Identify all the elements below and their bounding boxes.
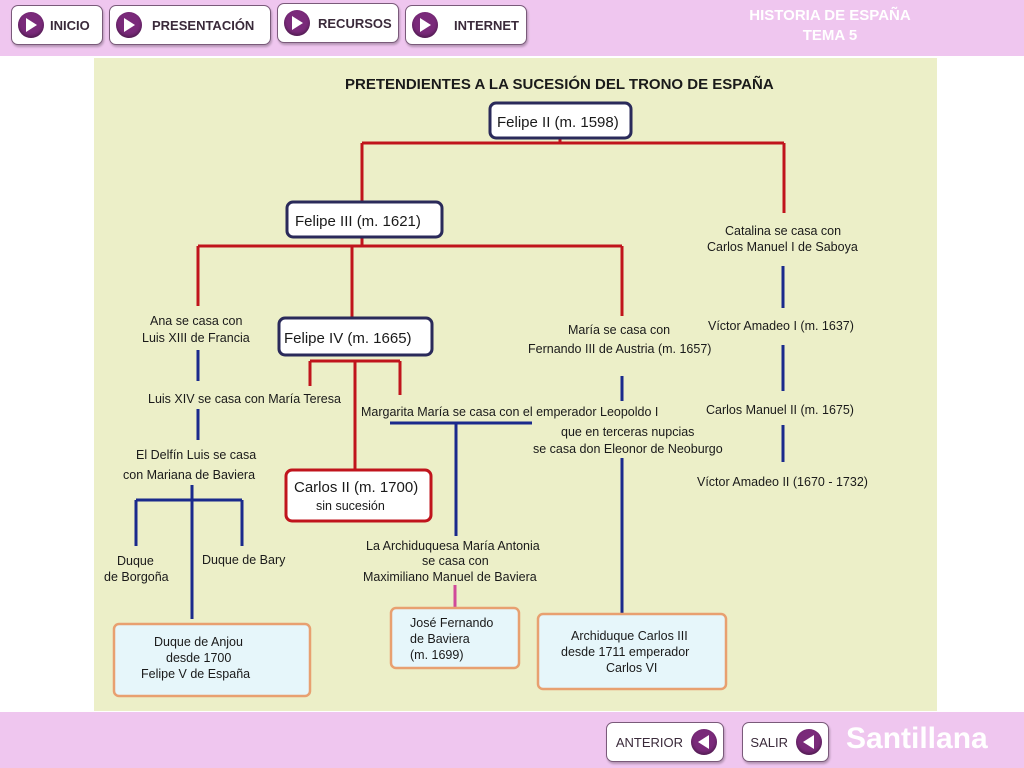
course-title-line1: HISTORIA DE ESPAÑA	[749, 7, 911, 24]
course-title-line2: TEMA 5	[802, 27, 858, 44]
margarita-label: Margarita María se casa con el emperador…	[361, 405, 658, 419]
felipe2-box	[488, 101, 633, 140]
luis14-label: Luis XIV se casa con María Teresa	[148, 392, 341, 406]
inicio-label: INICIO	[50, 17, 90, 33]
recursos-label: RECURSOS	[318, 15, 392, 31]
felipe2-label: Felipe II (m. 1598)	[497, 114, 619, 131]
archiduquesa-line2: se casa con	[422, 554, 489, 568]
play-icon	[412, 12, 438, 38]
carlos2-box	[284, 468, 433, 523]
jose-box	[389, 606, 521, 670]
archiduquesa-line1: La Archiduquesa María Antonia	[366, 539, 540, 553]
diagram-panel	[94, 58, 937, 711]
felipe4-label: Felipe IV (m. 1665)	[284, 330, 412, 347]
play-icon	[18, 12, 44, 38]
exit-arrow-icon	[796, 729, 822, 755]
archiduque-line1: Archiduque Carlos III	[571, 629, 688, 643]
borgona-line1: Duque	[117, 554, 154, 568]
anjou-line2: desde 1700	[166, 651, 231, 665]
felipe3-box	[285, 200, 444, 239]
anjou-line1: Duque de Anjou	[154, 635, 243, 649]
course-title: HISTORIA DE ESPAÑA TEMA 5	[740, 6, 920, 46]
bottom-bar: ANTERIOR SALIR	[0, 712, 1024, 768]
anterior-label: ANTERIOR	[615, 734, 683, 750]
diagram-heading: PRETENDIENTES A LA SUCESIÓN DEL TRONO DE…	[345, 75, 774, 93]
borgona-line2: de Borgoña	[104, 570, 169, 584]
blue-connectors	[134, 266, 785, 619]
inicio-button[interactable]: INICIO	[11, 5, 103, 45]
delfin-line2: con Mariana de Baviera	[123, 468, 255, 482]
victor1-label: Víctor Amadeo I (m. 1637)	[708, 319, 854, 333]
carlos2-note: sin sucesión	[316, 499, 385, 513]
back-arrow-icon	[691, 729, 717, 755]
internet-button[interactable]: INTERNET	[405, 5, 527, 45]
recursos-button[interactable]: RECURSOS	[277, 3, 399, 43]
presentacion-button[interactable]: PRESENTACIÓN	[109, 5, 271, 45]
salir-label: SALIR	[750, 734, 788, 750]
bary-label: Duque de Bary	[202, 553, 286, 567]
catalina-line1: Catalina se casa con	[725, 224, 841, 238]
play-icon	[284, 10, 310, 36]
jose-line1: José Fernando	[410, 616, 493, 630]
anjou-line3: Felipe V de España	[141, 667, 250, 681]
maria-line1: María se casa con	[568, 323, 670, 337]
red-connectors	[196, 139, 786, 470]
top-bar: INICIO PRESENTACIÓN RECURSOS INTERNET HI…	[0, 0, 1024, 56]
ana-line1: Ana se casa con	[150, 314, 242, 328]
terceras-line1: que en terceras nupcias	[561, 425, 694, 439]
salir-button[interactable]: SALIR	[742, 722, 829, 762]
ana-line2: Luis XIII de Francia	[142, 331, 250, 345]
felipe3-label: Felipe III (m. 1621)	[295, 213, 421, 230]
jose-line2: de Baviera	[410, 632, 470, 646]
archiduque-line2: desde 1711 emperador	[561, 645, 689, 659]
archiduque-box	[536, 612, 728, 691]
terceras-line2: se casa don Eleonor de Neoburgo	[533, 442, 723, 456]
catalina-line2: Carlos Manuel I de Saboya	[707, 240, 858, 254]
archiduquesa-line3: Maximiliano Manuel de Baviera	[363, 570, 537, 584]
jose-line3: (m. 1699)	[410, 648, 464, 662]
felipe4-box	[277, 316, 434, 357]
victor2-label: Víctor Amadeo II (1670 - 1732)	[697, 475, 868, 489]
anjou-box	[112, 622, 312, 698]
play-icon	[116, 12, 142, 38]
internet-label: INTERNET	[454, 17, 519, 33]
carlos-manuel2-label: Carlos Manuel II (m. 1675)	[706, 403, 854, 417]
anterior-button[interactable]: ANTERIOR	[606, 722, 724, 762]
presentacion-label: PRESENTACIÓN	[152, 17, 255, 33]
brand-logo: Santillana	[846, 722, 988, 755]
archiduque-line3: Carlos VI	[606, 661, 657, 675]
carlos2-name: Carlos II (m. 1700)	[294, 479, 418, 496]
delfin-line1: El Delfín Luis se casa	[136, 448, 256, 462]
maria-line2: Fernando III de Austria (m. 1657)	[528, 342, 711, 356]
